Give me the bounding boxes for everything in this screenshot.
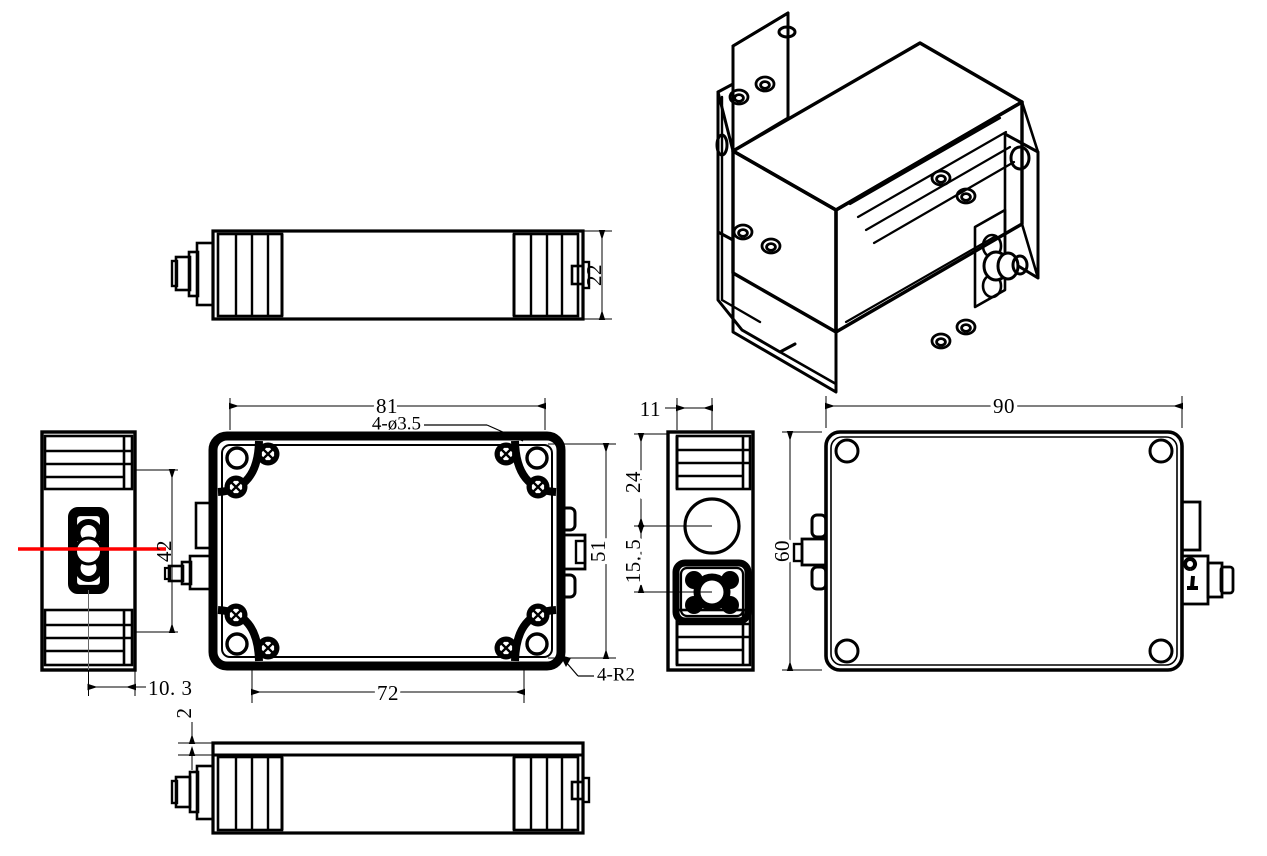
left-end-upper-fins [43,434,134,491]
dim-72-group: 72 [251,668,525,709]
view-bottom-side-elevation: 2 [170,708,591,835]
note-hole-callout-group: 4-ø3.5 [372,413,524,442]
top-elevation-right-fins [512,232,580,318]
iso-corner-screws [728,75,977,350]
view-right-end-elevation: 11 24 15. 5 [618,397,755,672]
right-end-body [666,430,755,672]
dim-label-24: 24 [621,471,645,493]
dim-10-3-group: 10. 3 [87,670,193,700]
bottom-elevation-left-fins [216,755,284,832]
mount-hole-top-right [525,446,549,470]
back-plan-right-connectors [1180,500,1235,606]
view-main-plan: 81 72 51 4-ø3.5 4-R2 [163,391,635,709]
dim-label-51: 51 [586,540,610,562]
mount-hole-bottom-left [225,632,249,656]
back-plan-corner-holes [834,438,1174,664]
screw-bottom-left-a [255,635,281,661]
iso-mount-holes [715,25,1031,276]
back-plan-inner-edge [830,436,1178,666]
dim-11-group: 11 [640,397,713,430]
dim-15-5-group: 15. 5 [618,525,712,593]
note-radius-callout-group: 4-R2 [559,654,635,685]
back-plan-body [824,430,1184,672]
view-isometric [715,11,1040,394]
note-label-4-d3-5: 4-ø3.5 [372,413,421,434]
dim-22-group: 22 [582,230,612,320]
screw-bottom-left-b [223,602,249,628]
screw-bottom-right-b [525,602,551,628]
dim-42-group: 42 [135,469,178,633]
dim-2-group: 2 [172,708,213,770]
mount-hole-top-left [225,446,249,470]
dim-label-15-5: 15. 5 [621,539,645,584]
view-left-end-elevation: 42 10. 3 [18,430,193,700]
main-plan-screws [223,441,551,661]
dim-90-group: 90 [825,391,1183,428]
back-plan-left-connectors [792,513,828,591]
dim-label-10-3: 10. 3 [148,676,193,700]
dim-51-group: 51 [548,443,616,659]
dim-label-22: 22 [582,264,606,286]
dim-label-42: 42 [152,540,176,562]
main-plan-inner-wall [221,444,553,658]
dim-81-group: 81 [229,391,546,430]
top-elevation-left-fins [216,232,284,318]
view-top-side-elevation: 22 [170,229,612,321]
dim-label-60: 60 [770,540,794,562]
dim-label-81: 81 [376,394,398,418]
main-plan-outer-wall [208,431,566,671]
screw-bottom-right-a [493,635,519,661]
iso-connector-cluster [981,233,1020,299]
main-plan-mount-holes [225,446,549,656]
screw-top-left-b [223,474,249,500]
right-end-upper-fins [675,434,752,491]
screw-top-left-a [255,441,281,467]
dim-24-group: 24 [618,433,712,527]
dim-60-group: 60 [767,431,822,671]
top-elevation-right-connector [570,260,591,290]
screw-top-right-a [493,441,519,467]
dim-label-90: 90 [993,394,1015,418]
top-elevation-left-connector [170,241,215,307]
bottom-elevation-right-connector [570,776,591,804]
main-plan-corner-flanges [217,440,557,662]
bottom-elevation-left-connector [170,764,215,821]
main-plan-left-connectors [163,501,216,591]
note-label-4-r2: 4-R2 [597,664,635,685]
bottom-elevation-right-fins [512,755,580,832]
dim-label-72: 72 [377,681,399,705]
dim-label-2: 2 [172,708,196,719]
mount-hole-bottom-right [525,632,549,656]
screw-top-right-b [525,474,551,500]
main-plan-right-connectors [559,506,587,599]
view-back-plan: 90 60 [767,391,1235,672]
dim-label-11: 11 [640,397,661,421]
